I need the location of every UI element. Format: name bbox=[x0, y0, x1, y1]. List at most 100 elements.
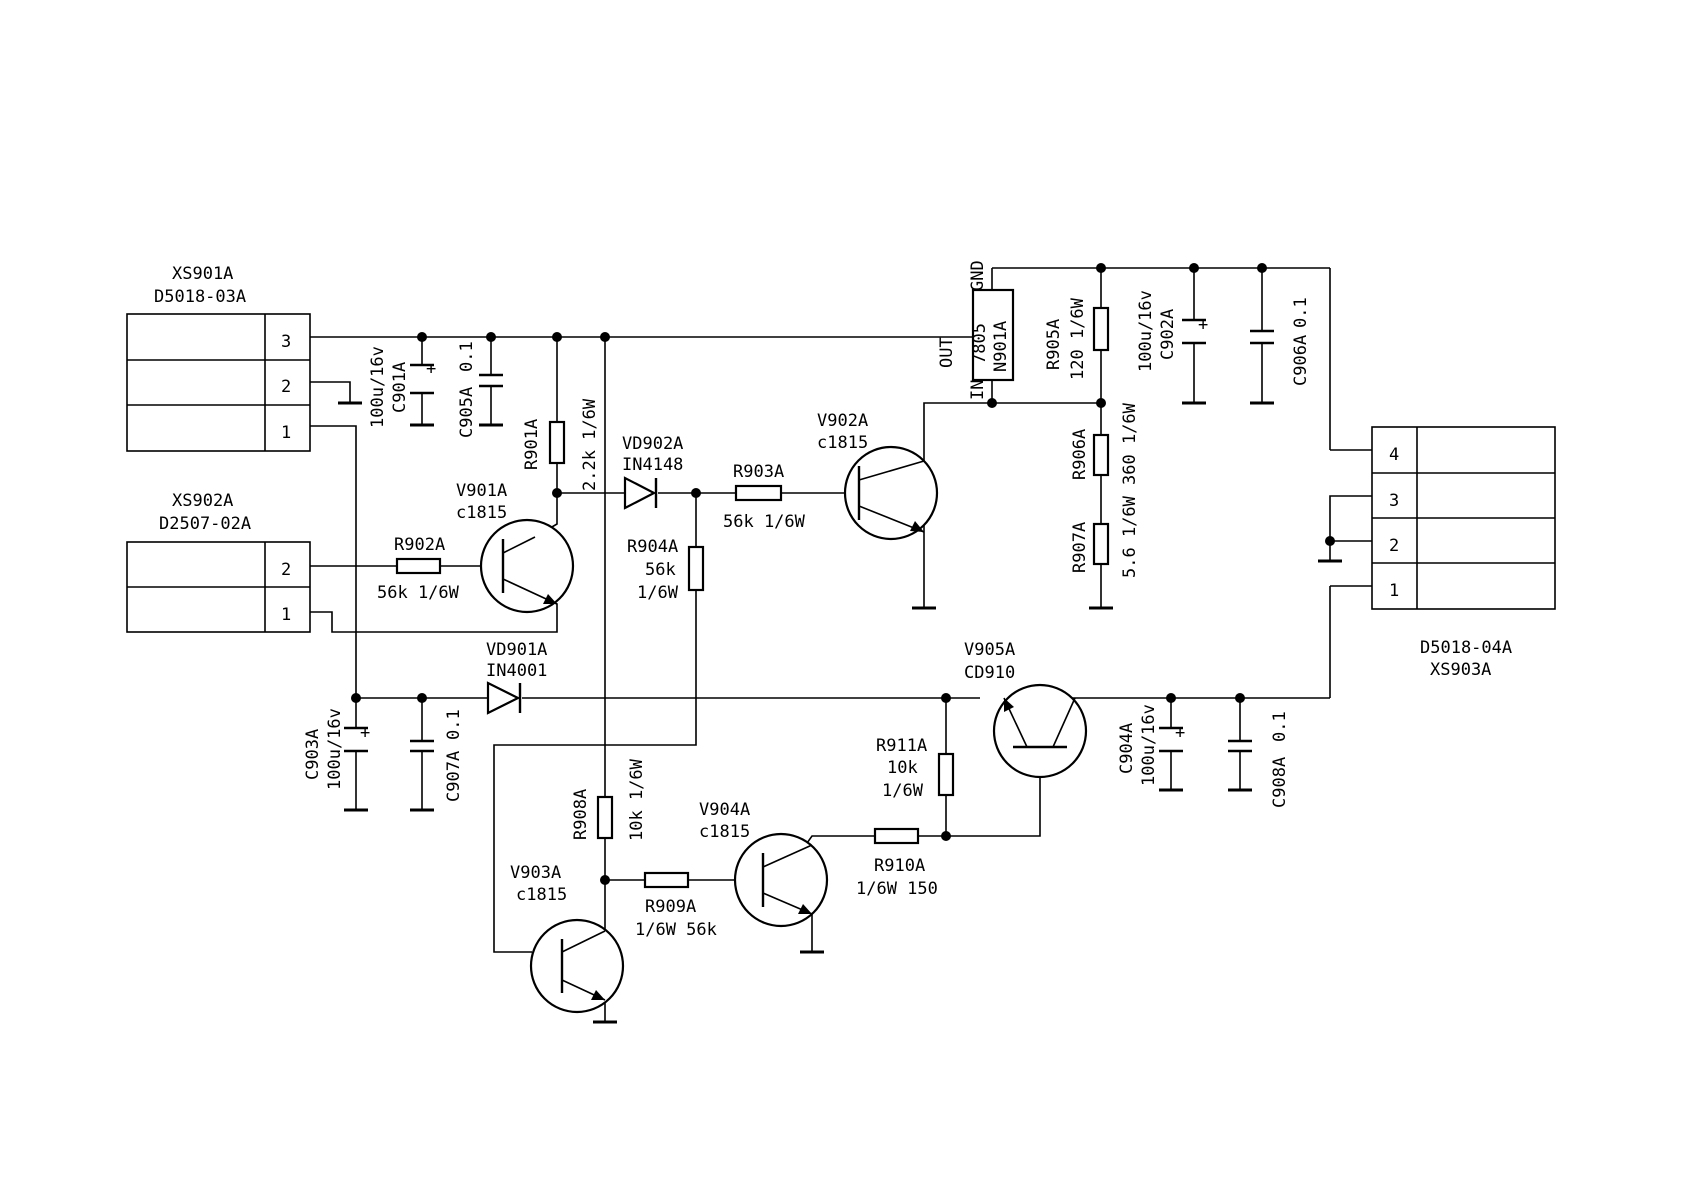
capacitor-c906a: C906A 0.1 bbox=[1250, 297, 1311, 386]
resistor-ref: R909A bbox=[645, 897, 696, 917]
transistor-part: c1815 bbox=[456, 503, 507, 523]
plus-icon: + bbox=[360, 723, 370, 743]
regulator-ref: N901A bbox=[991, 321, 1011, 372]
resistor-ref: R904A bbox=[627, 537, 678, 557]
capacitor-c901a: + 100u/16v C901A bbox=[368, 346, 436, 428]
pin-label: 2 bbox=[281, 560, 291, 580]
junction-dot bbox=[1257, 263, 1267, 273]
junction-dot bbox=[600, 332, 610, 342]
resistor-r906a: R906A 360 1/6W bbox=[1070, 402, 1140, 485]
resistor-value: 1/6W 150 bbox=[856, 879, 938, 899]
capacitor-ref: C905A bbox=[457, 387, 477, 438]
transistor-ref: V904A bbox=[699, 800, 750, 820]
junction-dot bbox=[941, 831, 951, 841]
pin-label: 1 bbox=[281, 423, 291, 443]
connector-xs902a: XS902A D2507-02A 2 1 bbox=[126, 491, 311, 633]
emitter-arrow-icon bbox=[1004, 698, 1014, 712]
capacitor-value: 0.1 bbox=[1291, 297, 1311, 328]
junction-dot bbox=[600, 875, 610, 885]
capacitor-ref: C904A bbox=[1117, 723, 1137, 774]
resistor-value: 360 1/6W bbox=[1120, 402, 1140, 485]
resistor-ref: R911A bbox=[876, 736, 927, 756]
diode-ref: VD902A bbox=[622, 434, 683, 454]
capacitor-ref: C908A bbox=[1270, 757, 1290, 808]
junction-dot bbox=[1096, 398, 1106, 408]
resistor-ref: R908A bbox=[571, 789, 591, 840]
resistor-ref: R907A bbox=[1070, 522, 1090, 573]
capacitor-c902a: + 100u/16v C902A bbox=[1136, 290, 1208, 372]
transistor-v903a: V903A c1815 bbox=[510, 863, 625, 1014]
emitter-arrow-icon bbox=[910, 521, 924, 532]
resistor-ref: R910A bbox=[874, 856, 925, 876]
plus-icon: + bbox=[426, 359, 436, 379]
resistor-r904a: R904A 56k 1/6W bbox=[627, 537, 705, 603]
resistor-r905a: R905A 120 1/6W bbox=[1044, 297, 1110, 380]
resistor-r907a: R907A 5.6 1/6W bbox=[1070, 495, 1140, 578]
emitter-arrow-icon bbox=[798, 904, 812, 914]
junction-dot bbox=[1166, 693, 1176, 703]
capacitor-ref: C901A bbox=[390, 362, 410, 413]
diode-part: IN4001 bbox=[486, 661, 547, 681]
junction-dot bbox=[941, 693, 951, 703]
junction-dot bbox=[1096, 263, 1106, 273]
capacitor-value: 100u/16v bbox=[1136, 290, 1156, 372]
resistor-r911a: R911A 10k 1/6W bbox=[876, 736, 955, 801]
resistor-value: 1/6W bbox=[882, 781, 924, 801]
regulator-n901a: 7805 N901A GND OUT IN bbox=[937, 260, 1015, 400]
connector-xs903a: 4 3 2 1 D5018-04A XS903A bbox=[1371, 426, 1556, 680]
regulator-in-pin: IN bbox=[968, 380, 988, 400]
transistor-ref: V902A bbox=[817, 411, 868, 431]
emitter-arrow-icon bbox=[543, 594, 557, 604]
pin-label: 2 bbox=[281, 377, 291, 397]
resistor-ref: R906A bbox=[1070, 429, 1090, 480]
capacitor-c908a: C908A 0.1 bbox=[1228, 711, 1290, 808]
pin-label: 4 bbox=[1389, 445, 1399, 465]
junction-dot bbox=[691, 488, 701, 498]
regulator-part: 7805 bbox=[970, 323, 990, 364]
capacitor-ref: C907A bbox=[444, 751, 464, 802]
capacitor-value: 100u/16v bbox=[1139, 704, 1159, 786]
junction-dot bbox=[1235, 693, 1245, 703]
resistor-value: 56k 1/6W bbox=[377, 583, 460, 603]
resistor-ref: R903A bbox=[733, 462, 784, 482]
pin-label: 3 bbox=[1389, 491, 1399, 511]
ground-symbols bbox=[338, 401, 1342, 1024]
resistor-value: 120 1/6W bbox=[1068, 297, 1088, 380]
resistor-r901a: R901A 2.2k 1/6W bbox=[522, 398, 600, 491]
junction-dot bbox=[552, 332, 562, 342]
junction-dot bbox=[1325, 536, 1335, 546]
diode-ref: VD901A bbox=[486, 640, 547, 660]
wires bbox=[310, 267, 1372, 1022]
junction-dot bbox=[351, 693, 361, 703]
resistor-r909a: R909A 1/6W 56k bbox=[635, 871, 717, 940]
diode-vd902a: VD902A IN4148 bbox=[622, 434, 683, 510]
regulator-out-pin: OUT bbox=[937, 337, 957, 368]
resistor-value: 10k 1/6W bbox=[627, 758, 647, 841]
resistor-value: 2.2k 1/6W bbox=[580, 398, 600, 491]
pin-label: 2 bbox=[1389, 536, 1399, 556]
capacitor-value: 0.1 bbox=[1270, 711, 1290, 742]
capacitor-value: 100u/16v bbox=[368, 346, 388, 428]
transistor-ref: V905A bbox=[964, 640, 1015, 660]
resistor-ref: R905A bbox=[1044, 319, 1064, 370]
capacitor-c907a: C907A 0.1 bbox=[410, 709, 464, 802]
plus-icon: + bbox=[1175, 723, 1185, 743]
transistor-ref: V903A bbox=[510, 863, 561, 883]
connector-ref: XS901A bbox=[172, 264, 233, 284]
regulator-gnd-pin: GND bbox=[968, 260, 988, 291]
transistor-part: CD910 bbox=[964, 663, 1015, 683]
junctions bbox=[351, 263, 1335, 885]
transistor-part: c1815 bbox=[817, 433, 868, 453]
resistor-value: 56k bbox=[645, 560, 676, 580]
connector-xs901a: XS901A D5018-03A 3 2 1 bbox=[126, 264, 311, 452]
junction-dot bbox=[987, 398, 997, 408]
resistor-r910a: R910A 1/6W 150 bbox=[856, 827, 938, 899]
capacitor-c904a: + C904A 100u/16v bbox=[1117, 704, 1185, 786]
pin-label: 1 bbox=[281, 605, 291, 625]
capacitor-value: 0.1 bbox=[457, 341, 477, 372]
transistor-part: c1815 bbox=[699, 822, 750, 842]
junction-dot bbox=[552, 488, 562, 498]
transistor-ref: V901A bbox=[456, 481, 507, 501]
resistor-r908a: R908A 10k 1/6W bbox=[571, 758, 647, 841]
